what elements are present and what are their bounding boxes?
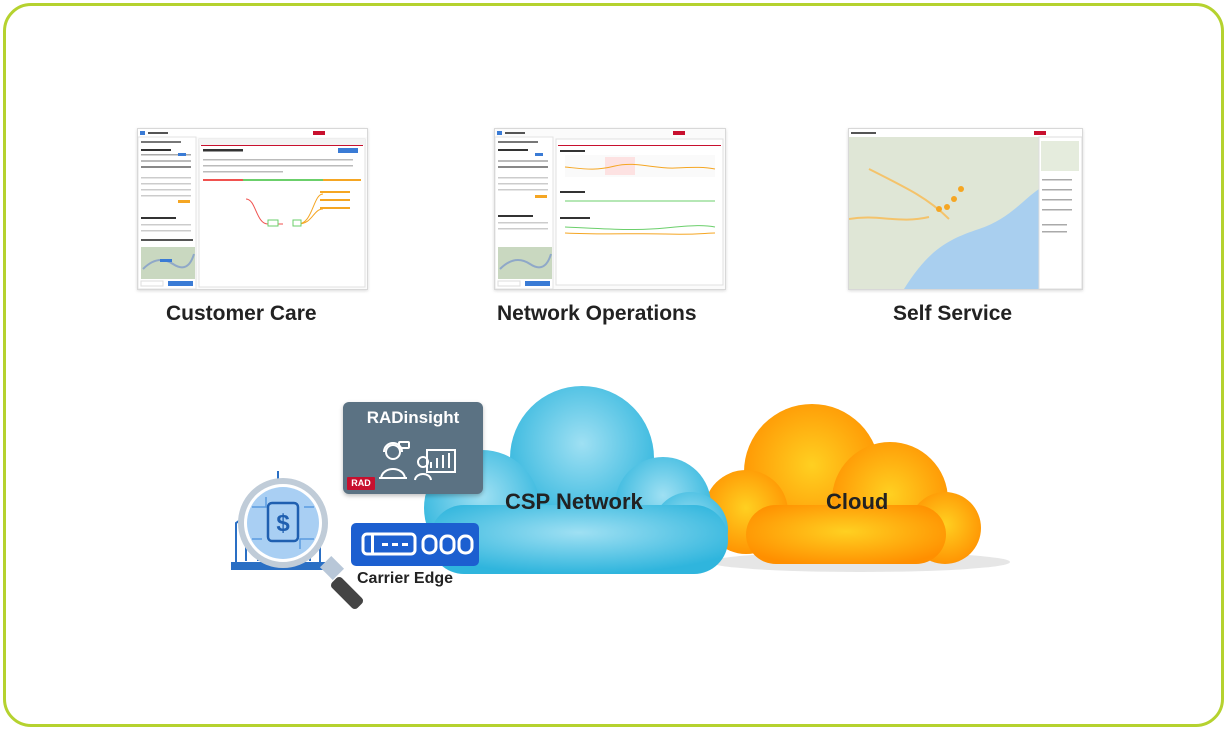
network-operations-screenshot	[494, 128, 726, 290]
cloud-label: Cloud	[826, 489, 889, 514]
carrier-edge-device-icon	[351, 523, 479, 566]
diagram-frame	[3, 3, 1224, 727]
self-service-caption: Self Service	[893, 302, 1013, 325]
cloud-orange	[704, 404, 981, 564]
customer-care-screenshot	[137, 128, 368, 290]
customer-care-caption: Customer Care	[166, 302, 317, 325]
svg-text:$: $	[276, 510, 290, 537]
radinsight-box: RADinsight RAD	[343, 402, 483, 494]
bank-magnifier-icon: $	[231, 471, 364, 610]
csp-network-label: CSP Network	[505, 489, 643, 514]
radinsight-title: RADinsight	[366, 408, 460, 427]
self-service-screenshot	[848, 128, 1083, 290]
rad-logo: RAD	[347, 477, 375, 490]
support-analytics-icon	[379, 441, 456, 481]
carrier-edge-label: Carrier Edge	[357, 570, 454, 587]
network-operations-caption: Network Operations	[497, 302, 697, 325]
